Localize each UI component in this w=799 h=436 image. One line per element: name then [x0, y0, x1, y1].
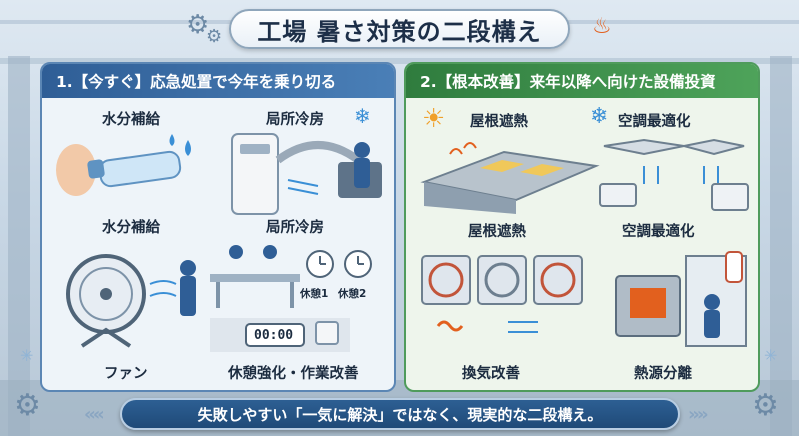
ac-optimization-illustration	[599, 138, 749, 211]
roof-illustration	[420, 142, 600, 214]
right-panel-header: 2.【根本改善】来年以降へ向けた設備投資	[406, 64, 758, 98]
heat-waves-icon	[436, 320, 464, 332]
right-panel: 2.【根本改善】来年以降へ向けた設備投資 ☀ 屋根遮熱 ❄ 空調最適化 屋根遮熱…	[404, 62, 760, 392]
item-label-local-cooling: 局所冷房	[266, 112, 324, 128]
gear-icon: ⚙	[186, 10, 210, 40]
item-label-rest: 休憩強化・作業改善	[228, 366, 359, 382]
gear-icon: ⚙	[752, 388, 779, 423]
item-label-local-cooling-2: 局所冷房	[266, 220, 324, 236]
left-panel-header: 1.【今すぐ】応急処置で今年を乗り切る	[42, 64, 394, 98]
gear-icon: ⚙	[14, 388, 41, 423]
fan-illustration	[66, 254, 196, 348]
item-label-water-2: 水分補給	[102, 220, 160, 236]
clock-label-1: 休憩1	[300, 288, 329, 300]
item-label-water: 水分補給	[102, 112, 160, 128]
page-title: 工場 暑さ対策の二段構え	[229, 9, 570, 49]
item-label-ac: 空調最適化	[618, 114, 691, 130]
heat-waves-icon: ♨	[592, 14, 612, 39]
item-label-ventilation: 換気改善	[462, 366, 520, 382]
left-panel: 1.【今すぐ】応急処置で今年を乗り切る 水分補給 局所冷房 ❄ 水分補給 局所冷…	[40, 62, 396, 392]
snowflake-icon: ❄	[590, 104, 609, 129]
item-label-ac-2: 空調最適化	[622, 224, 695, 240]
fan-icon	[79, 267, 133, 321]
item-label-fan: ファン	[104, 366, 148, 382]
sun-icon: ☀	[422, 104, 446, 134]
fan-icon	[428, 262, 464, 298]
gear-icon: ⚙	[206, 26, 223, 47]
water-drop-icon	[169, 134, 175, 146]
spot-cooler-illustration	[231, 133, 382, 215]
item-label-heat-source: 熱源分離	[634, 366, 692, 382]
snowflake-icon: ✳	[764, 346, 778, 365]
fan-icon	[540, 262, 576, 298]
water-drop-icon	[185, 140, 191, 156]
heat-source-illustration	[615, 251, 747, 347]
clock-label-2: 休憩2	[338, 288, 367, 300]
ventilation-illustration	[421, 255, 583, 333]
rest-break-illustration	[210, 245, 372, 352]
thermometer-icon	[725, 251, 743, 283]
item-label-roof: 屋根遮熱	[470, 114, 528, 130]
summary-banner: 失敗しやすい「一気に解決」ではなく、現実的な二段構え。	[120, 398, 680, 430]
fan-icon	[484, 262, 520, 298]
chevron-decoration-right: ››››	[688, 404, 709, 425]
item-label-roof-2: 屋根遮熱	[468, 224, 526, 240]
snowflake-icon: ❄	[354, 104, 371, 128]
water-bottle-illustration	[56, 134, 191, 196]
timer-display: 00:00	[254, 328, 294, 343]
snowflake-icon: ✳	[20, 346, 34, 365]
chevron-decoration-left: ‹‹‹‹	[84, 404, 105, 425]
title-area: 工場 暑さ対策の二段構え	[0, 6, 799, 52]
